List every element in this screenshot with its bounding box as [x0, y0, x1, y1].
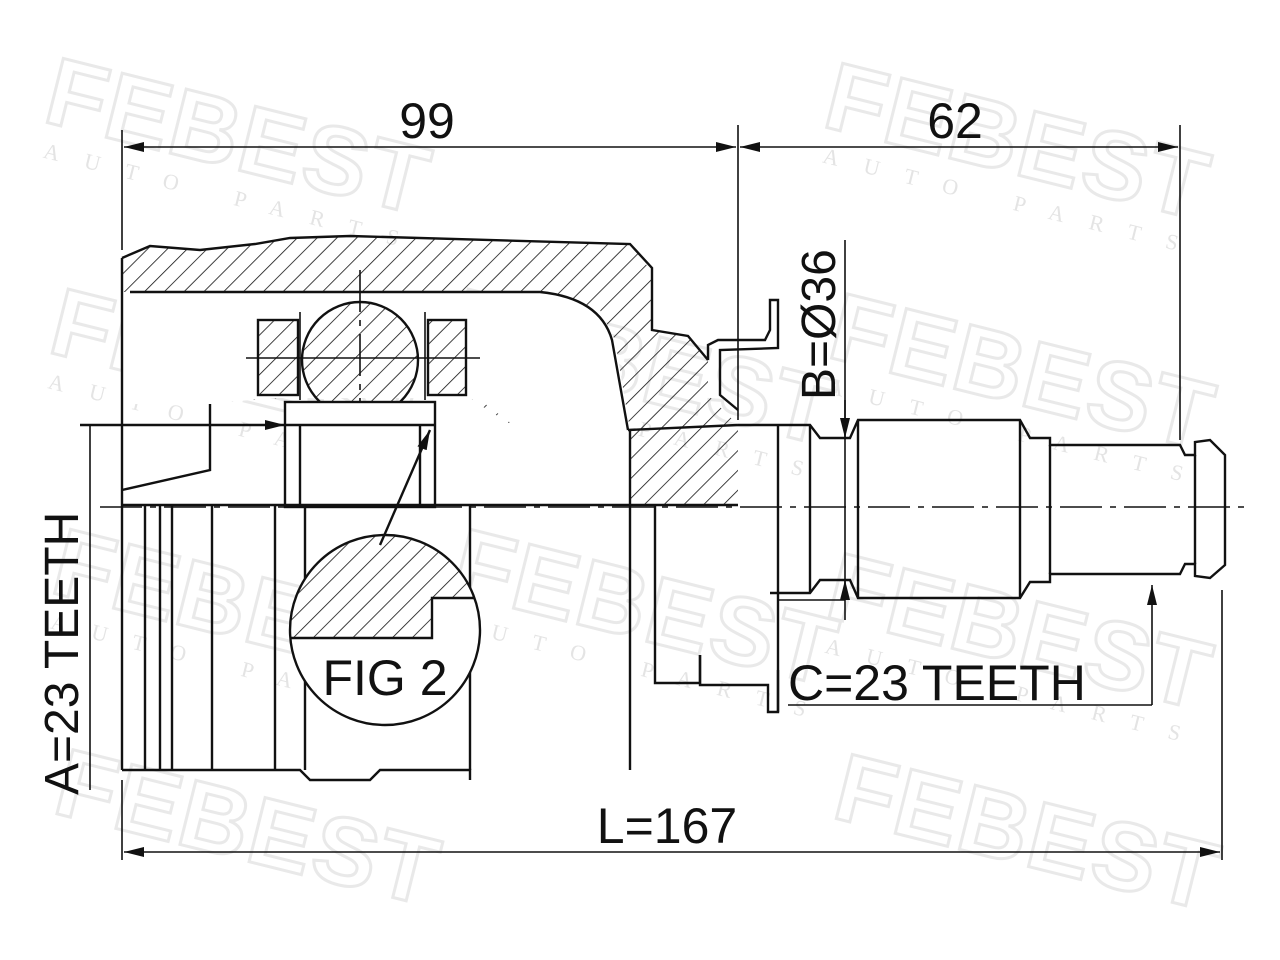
detail-fig2: FIG 2 [288, 429, 482, 727]
dimension-top: 99 62 [121, 93, 1181, 440]
dimension-a-teeth: A=23 TEETH [36, 425, 91, 795]
detail-fig2-label: FIG 2 [322, 650, 447, 706]
dimension-diameter: B=Ø36 [778, 240, 850, 620]
watermark-brand: FEBEST [825, 734, 1230, 932]
dimension-total-length: L=167 [121, 590, 1223, 860]
drive-shaft [738, 418, 1227, 712]
ball-cage [246, 270, 480, 445]
dimension-total-length-label: L=167 [597, 798, 737, 854]
watermark-brand: FEBEST [46, 729, 451, 927]
dimension-a-teeth-label: A=23 TEETH [36, 512, 89, 795]
dimension-62: 62 [927, 93, 983, 149]
inner-race [80, 400, 437, 509]
dimension-c-teeth: C=23 TEETH [788, 585, 1157, 711]
dimension-c-teeth-label: C=23 TEETH [788, 655, 1086, 711]
dimension-diameter-label: B=Ø36 [793, 249, 846, 400]
dimension-99: 99 [399, 93, 455, 149]
